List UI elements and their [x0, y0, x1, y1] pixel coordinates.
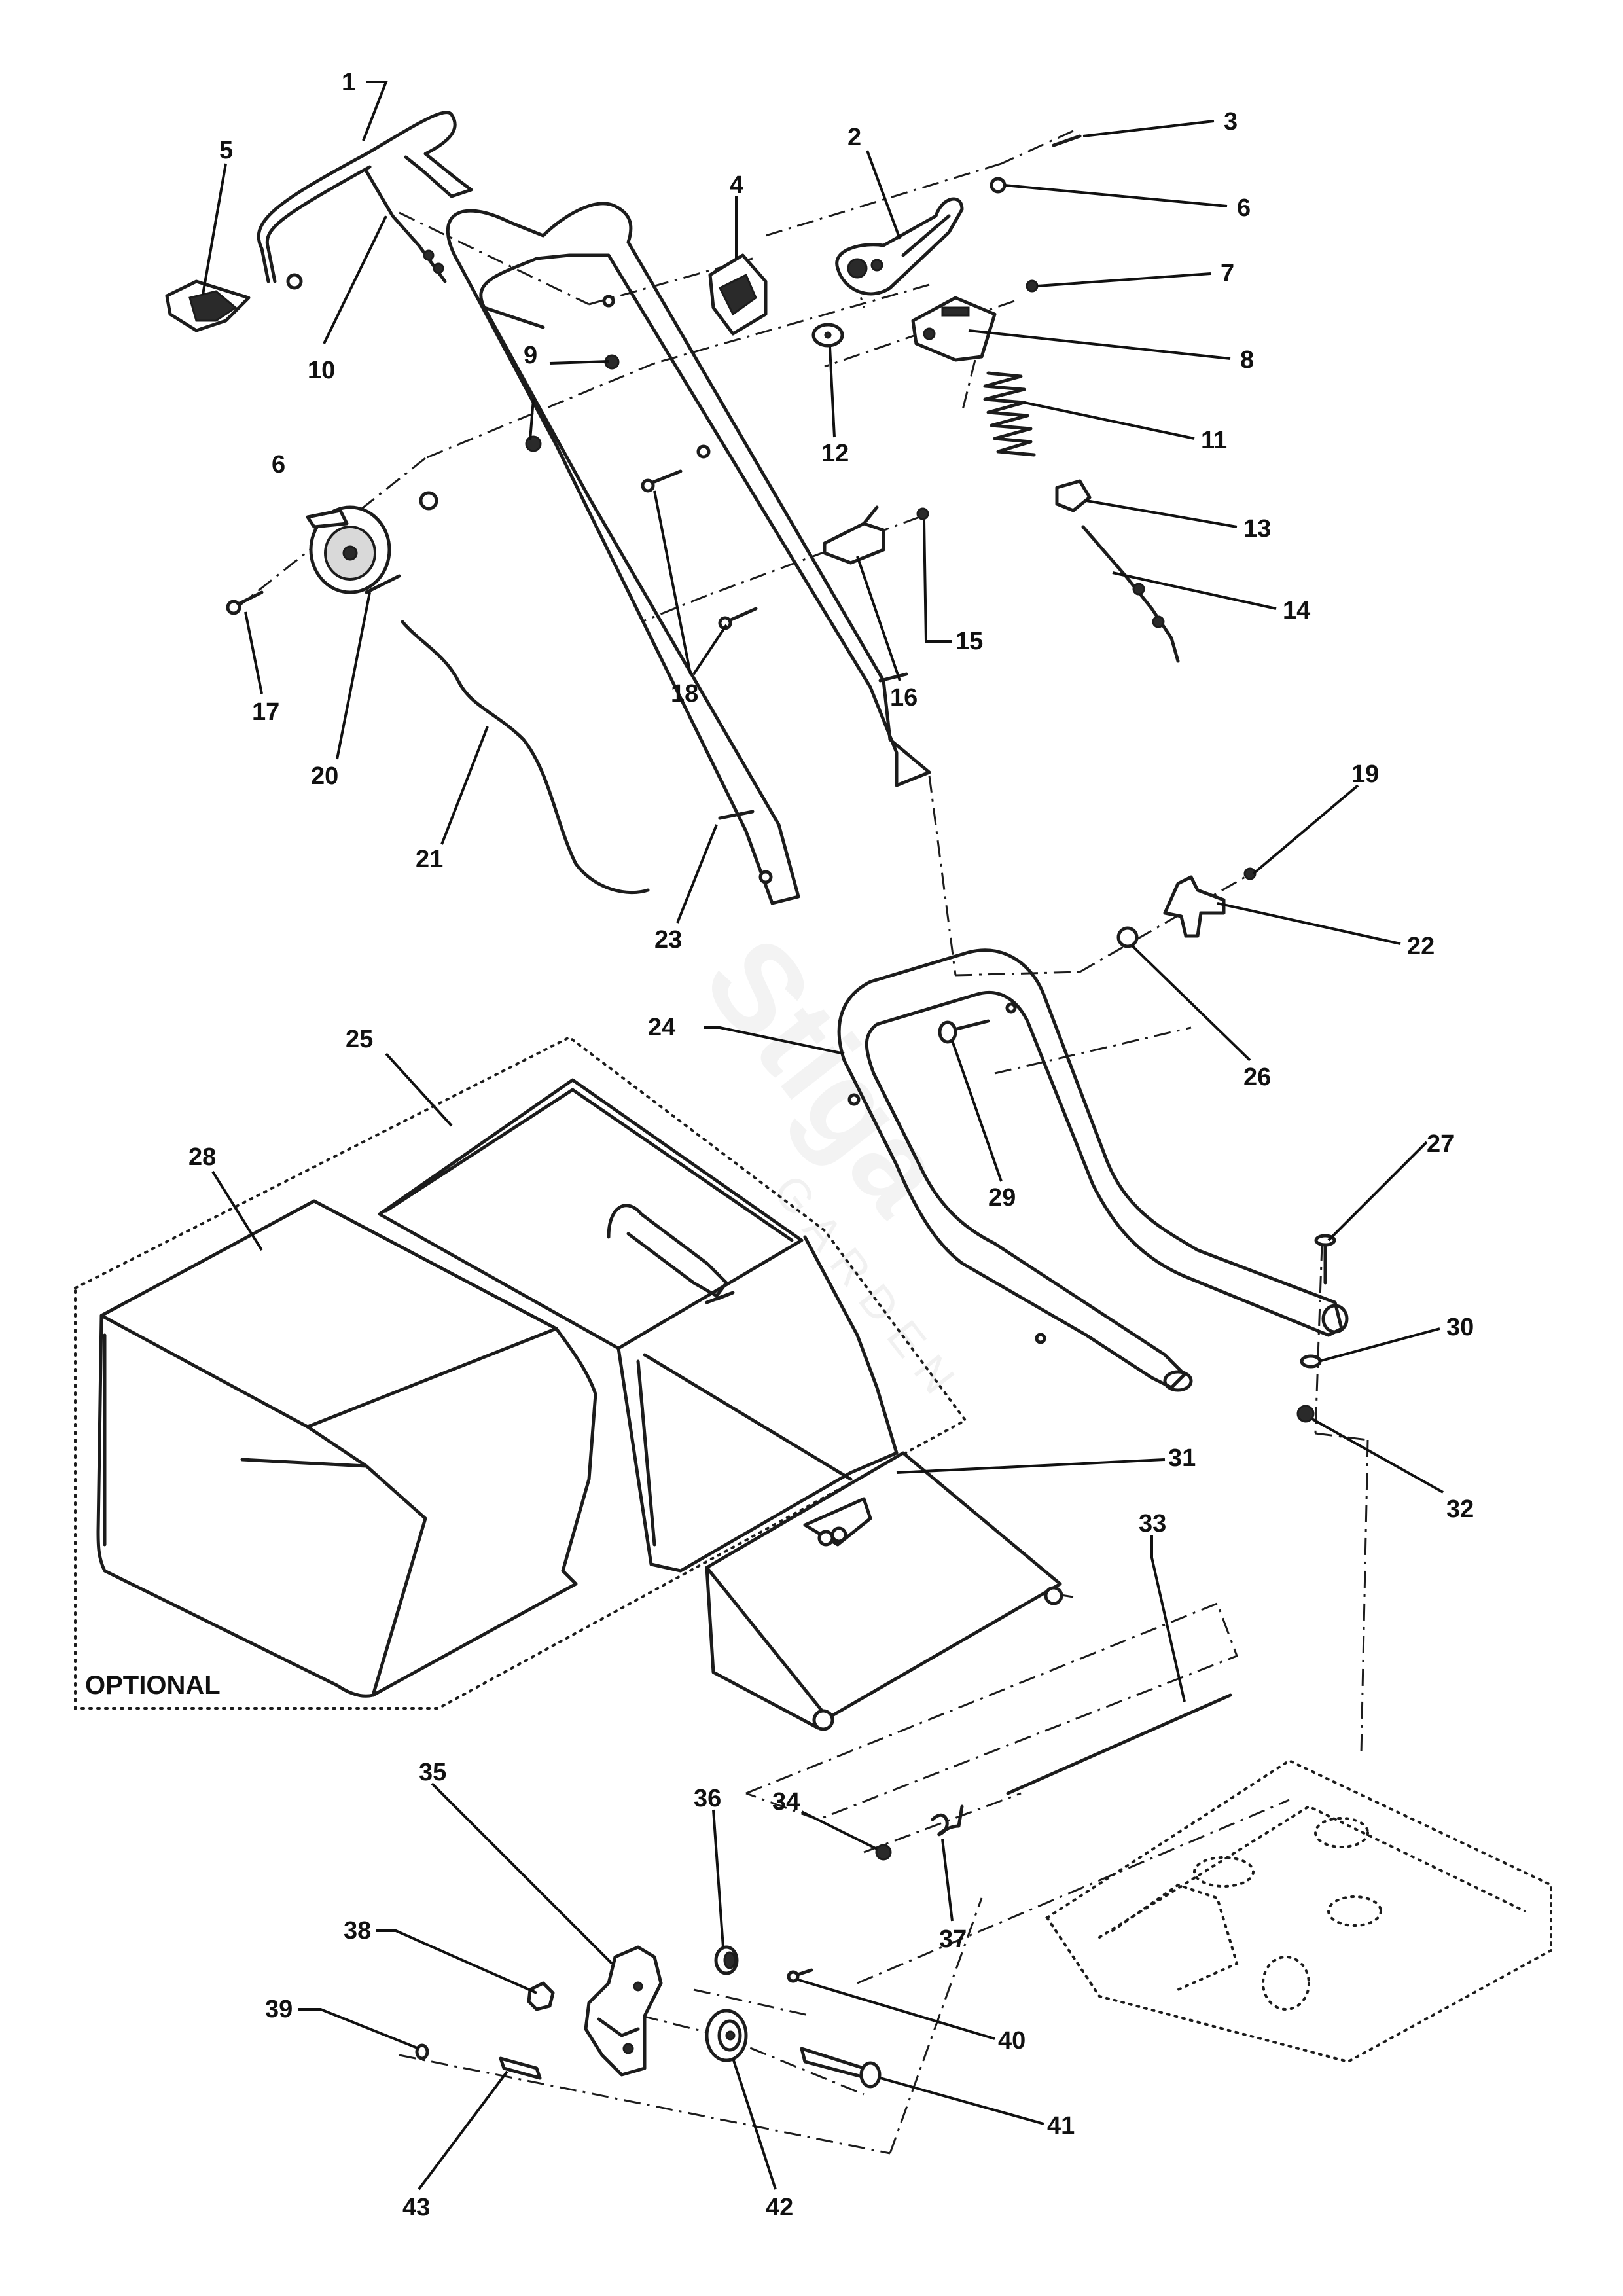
callout-23: 23 — [654, 926, 682, 954]
callout-15: 15 — [955, 628, 983, 655]
nut — [916, 507, 929, 520]
pin — [1052, 134, 1082, 147]
callout-8: 8 — [1240, 346, 1254, 374]
nut — [1296, 1405, 1315, 1423]
bolt — [226, 590, 264, 615]
optional-outline — [74, 1035, 967, 1710]
callout-40: 40 — [998, 2027, 1026, 2054]
grass-bag — [96, 1199, 597, 1698]
wheel — [705, 2009, 748, 2062]
callout-38: 38 — [344, 1917, 371, 1945]
callout-22: 22 — [1407, 933, 1435, 960]
callout-34: 34 — [772, 1788, 800, 1816]
cable-clip — [165, 279, 251, 332]
callout-18: 18 — [671, 680, 698, 708]
washer — [419, 491, 438, 511]
nut — [1026, 279, 1039, 293]
callout-33: 33 — [1139, 1510, 1166, 1537]
height-lever — [835, 197, 964, 296]
spring — [983, 371, 1036, 457]
callout-28: 28 — [188, 1143, 216, 1171]
callout-14: 14 — [1283, 597, 1310, 624]
callout-2: 2 — [847, 124, 861, 151]
rear-flap — [705, 1451, 1063, 1731]
callout-12: 12 — [821, 440, 849, 467]
callout-6-top: 6 — [1237, 194, 1251, 222]
throttle-control — [306, 505, 401, 594]
lower-handle — [837, 948, 1349, 1392]
callout-31: 31 — [1168, 1444, 1196, 1472]
callout-19: 19 — [1351, 761, 1379, 788]
nut — [525, 435, 542, 452]
callout-25: 25 — [346, 1026, 373, 1053]
callout-13: 13 — [1243, 515, 1271, 543]
callout-39: 39 — [265, 1996, 293, 2023]
handle-knob — [1163, 875, 1226, 938]
callout-43: 43 — [402, 2194, 430, 2221]
switch-box — [708, 253, 768, 336]
bail-lever — [257, 111, 473, 290]
callout-32: 32 — [1446, 1496, 1474, 1523]
axle-bolt — [800, 2047, 882, 2089]
nut — [875, 1844, 892, 1861]
callout-27: 27 — [1427, 1130, 1454, 1158]
washer — [990, 177, 1007, 194]
hinge-rod — [1006, 1693, 1232, 1795]
screw — [787, 1968, 813, 1983]
callout-numbers: 1 2 3 4 5 6 6 7 8 9 10 11 12 13 14 15 16… — [188, 69, 1474, 2221]
callout-11: 11 — [1201, 427, 1227, 454]
callout-37: 37 — [939, 1926, 967, 1953]
callout-17: 17 — [252, 698, 279, 726]
callout-9: 9 — [524, 342, 537, 369]
callout-29: 29 — [988, 1184, 1016, 1211]
throttle-cable — [401, 620, 650, 895]
callout-6-left: 6 — [272, 451, 285, 478]
circlip — [415, 2043, 429, 2060]
hex-nut — [527, 1981, 555, 2011]
cable-bracket — [823, 505, 885, 565]
bolts — [641, 469, 758, 630]
bag-frame — [378, 1078, 899, 1573]
callout-35: 35 — [419, 1759, 446, 1786]
bail-cable — [365, 170, 447, 283]
washer — [1116, 926, 1139, 948]
callout-3: 3 — [1224, 108, 1238, 135]
callout-7: 7 — [1221, 260, 1234, 287]
watermark-brand: Stiga — [678, 912, 975, 1238]
callout-16: 16 — [890, 684, 918, 711]
callout-30: 30 — [1446, 1314, 1474, 1341]
callout-5: 5 — [219, 137, 233, 164]
callout-24: 24 — [648, 1014, 675, 1041]
leader-lines — [202, 81, 1444, 2191]
bushing — [714, 1945, 739, 1975]
upper-handle — [446, 202, 931, 905]
callout-41: 41 — [1047, 2112, 1075, 2140]
carriage-bolt — [938, 1019, 990, 1044]
spring-seat — [1055, 479, 1092, 512]
callout-4: 4 — [730, 171, 743, 199]
screw — [1314, 1234, 1336, 1285]
callout-26: 26 — [1243, 1064, 1271, 1091]
mower-deck — [1045, 1759, 1552, 2064]
washer — [1300, 1354, 1322, 1369]
callout-20: 20 — [311, 762, 338, 790]
callout-1: 1 — [342, 69, 355, 96]
wheel-bracket — [584, 1945, 663, 2077]
optional-label: OPTIONAL — [85, 1671, 221, 1700]
flap-spring — [931, 1804, 964, 1837]
callout-21: 21 — [416, 846, 443, 873]
callout-10: 10 — [308, 357, 335, 384]
spring-housing — [911, 296, 997, 362]
control-cable — [1081, 525, 1180, 663]
callout-42: 42 — [766, 2194, 793, 2221]
callout-36: 36 — [694, 1785, 721, 1812]
spacer-tube — [499, 2056, 542, 2080]
